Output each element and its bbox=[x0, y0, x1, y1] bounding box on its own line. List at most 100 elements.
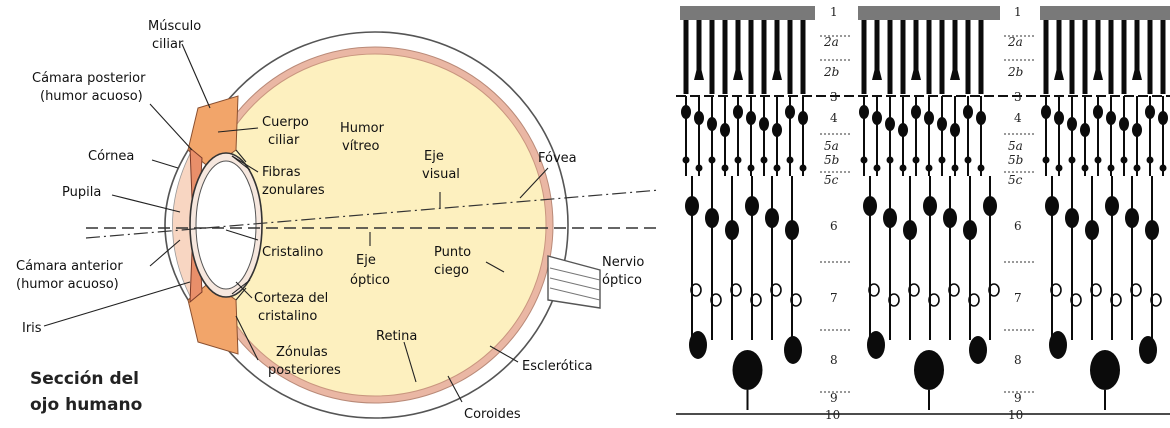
lens-core bbox=[196, 161, 256, 289]
synaptic-terminal bbox=[683, 157, 690, 164]
rod-outer-segment bbox=[684, 20, 689, 94]
layer-label-4: 4 bbox=[830, 111, 838, 125]
ganglion-cell bbox=[1090, 350, 1120, 390]
layer-label-7: 7 bbox=[1014, 291, 1022, 305]
layer-label-1: 1 bbox=[1014, 5, 1022, 19]
rod-outer-segment bbox=[966, 20, 971, 94]
layer-label-1: 1 bbox=[830, 5, 838, 19]
label-camara-ant-1: Cámara anterior bbox=[16, 259, 123, 274]
label-cristalino: Cristalino bbox=[262, 245, 323, 260]
rod-outer-segment bbox=[762, 20, 767, 94]
layer-label-5a: 5a bbox=[824, 139, 839, 153]
rod-outer-segment bbox=[1109, 20, 1114, 94]
label-camara-post-2: (humor acuoso) bbox=[40, 89, 143, 104]
synaptic-terminal bbox=[1056, 165, 1063, 172]
label-eje-optico-1: Eje bbox=[356, 253, 376, 268]
synaptic-terminal bbox=[1108, 165, 1115, 172]
synaptic-terminal bbox=[709, 157, 716, 164]
rod-outer-segment bbox=[1161, 20, 1166, 94]
pigment-epithelium bbox=[1040, 6, 1170, 20]
ganglion-cell bbox=[1049, 331, 1067, 359]
synaptic-terminal bbox=[1160, 165, 1167, 172]
label-zonulas-1: Zónulas bbox=[276, 345, 328, 360]
layer-label-2b: 2b bbox=[1007, 65, 1023, 79]
label-cuerpo-1: Cuerpo bbox=[262, 115, 309, 130]
cone-inner-segment bbox=[733, 60, 743, 80]
rod-outer-segment bbox=[1122, 20, 1127, 94]
label-fibras-2: zonulares bbox=[262, 183, 325, 198]
cone-inner-segment bbox=[772, 60, 782, 80]
synaptic-terminal bbox=[774, 165, 781, 172]
label-cuerpo-2: ciliar bbox=[268, 133, 300, 148]
rod-outer-segment bbox=[788, 20, 793, 94]
synaptic-terminal bbox=[913, 157, 920, 164]
label-humor-2: vítreo bbox=[342, 139, 379, 154]
cone-inner-segment bbox=[1132, 60, 1142, 80]
label-camara-post-1: Cámara posterior bbox=[32, 71, 146, 86]
layer-label-3: 3 bbox=[1014, 90, 1022, 104]
synaptic-terminal bbox=[861, 157, 868, 164]
cone-inner-segment bbox=[950, 60, 960, 80]
cone-inner-segment bbox=[1093, 60, 1103, 80]
rod-outer-segment bbox=[801, 20, 806, 94]
layer-label-5b: 5b bbox=[1008, 153, 1023, 167]
label-esclerotica: Esclerótica bbox=[522, 359, 593, 374]
label-musculo-1: Músculo bbox=[148, 19, 201, 34]
label-fovea: Fóvea bbox=[538, 151, 577, 166]
layer-label-5c: 5c bbox=[1008, 173, 1023, 187]
layer-label-5c: 5c bbox=[824, 173, 839, 187]
rod-outer-segment bbox=[749, 20, 754, 94]
label-pupila: Pupila bbox=[62, 185, 101, 200]
rod-outer-segment bbox=[940, 20, 945, 94]
label-nervio-2: óptico bbox=[602, 273, 642, 288]
synaptic-terminal bbox=[1069, 157, 1076, 164]
rod-outer-segment bbox=[1083, 20, 1088, 94]
label-eje-visual-1: Eje bbox=[424, 149, 444, 164]
label-musculo-2: ciliar bbox=[152, 37, 184, 52]
label-corteza-1: Corteza del bbox=[254, 291, 328, 306]
layer-label-8: 8 bbox=[1014, 353, 1022, 367]
layer-label-7: 7 bbox=[830, 291, 838, 305]
ganglion-cell bbox=[689, 331, 707, 359]
layer-label-9: 9 bbox=[1014, 391, 1022, 405]
synaptic-terminal bbox=[696, 165, 703, 172]
rod-outer-segment bbox=[901, 20, 906, 94]
cone-inner-segment bbox=[911, 60, 921, 80]
synaptic-terminal bbox=[1043, 157, 1050, 164]
rod-outer-segment bbox=[1070, 20, 1075, 94]
rod-outer-segment bbox=[710, 20, 715, 94]
pigment-epithelium bbox=[680, 6, 815, 20]
label-punto-2: ciego bbox=[434, 263, 469, 278]
label-nervio-1: Nervio bbox=[602, 255, 644, 270]
label-cornea: Córnea bbox=[88, 149, 134, 164]
rod-outer-segment bbox=[927, 20, 932, 94]
cone-inner-segment bbox=[872, 60, 882, 80]
rod-outer-segment bbox=[1148, 20, 1153, 94]
ganglion-cell bbox=[969, 336, 987, 364]
ganglion-cell bbox=[784, 336, 802, 364]
layer-label-2b: 2b bbox=[823, 65, 839, 79]
pigment-epithelium bbox=[858, 6, 1000, 20]
rod-outer-segment bbox=[723, 20, 728, 94]
label-fibras-1: Fibras bbox=[262, 165, 301, 180]
layer-labels-right: 1 2a 2b 3 4 5a 5b 5c 6 7 8 9 10 bbox=[1007, 5, 1023, 422]
leader-camara-post bbox=[150, 104, 192, 150]
cone-inner-segment bbox=[1054, 60, 1064, 80]
label-iris: Iris bbox=[22, 321, 42, 336]
synaptic-terminal bbox=[952, 165, 959, 172]
synaptic-terminal bbox=[900, 165, 907, 172]
label-retina: Retina bbox=[376, 329, 417, 344]
layer-label-2a: 2a bbox=[1007, 35, 1023, 49]
synaptic-terminal bbox=[939, 157, 946, 164]
rod-outer-segment bbox=[888, 20, 893, 94]
label-humor-1: Humor bbox=[340, 121, 385, 136]
synaptic-terminal bbox=[787, 157, 794, 164]
layer-label-9: 9 bbox=[830, 391, 838, 405]
synaptic-terminal bbox=[1134, 165, 1141, 172]
retina-layers-illustration: 1 2a 2b 3 4 5a 5b 5c 6 7 8 9 10 1 2a 2b … bbox=[676, 5, 1170, 422]
synaptic-terminal bbox=[748, 165, 755, 172]
layer-label-2a: 2a bbox=[823, 35, 839, 49]
synaptic-terminal bbox=[761, 157, 768, 164]
synaptic-terminal bbox=[722, 165, 729, 172]
